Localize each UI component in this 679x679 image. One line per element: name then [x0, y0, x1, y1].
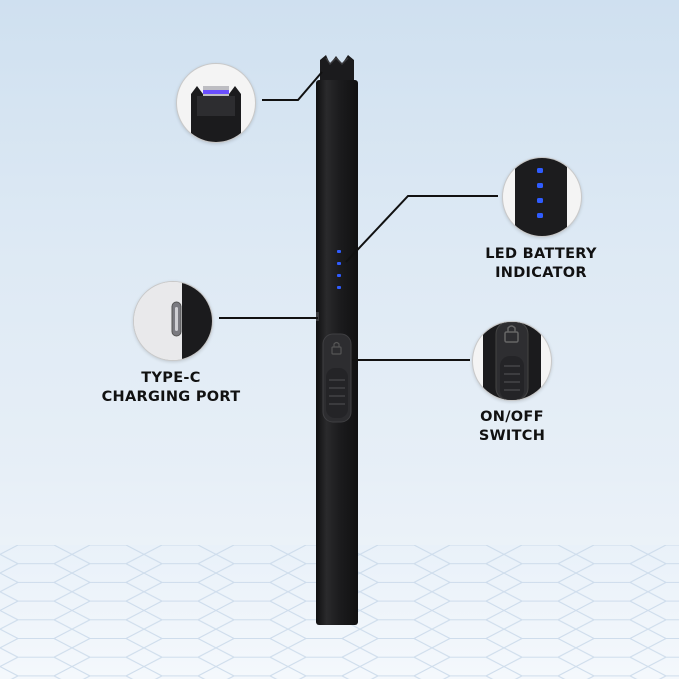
callout-led — [502, 157, 582, 237]
led-dots-icon — [337, 250, 341, 289]
label-line: LED BATTERY — [485, 246, 597, 262]
lock-slide-switch-icon — [483, 322, 541, 400]
led-dots-icon — [515, 158, 567, 236]
label-led-battery-indicator: LED BATTERY INDICATOR — [472, 245, 610, 283]
electrode-tip-icon — [320, 55, 354, 82]
label-line: ON/OFF — [480, 409, 544, 425]
label-on-off-switch: ON/OFF SWITCH — [466, 408, 558, 446]
label-type-c-charging-port: TYPE-C CHARGING PORT — [96, 369, 246, 407]
led-leader-line — [345, 195, 498, 263]
label-line: TYPE-C — [141, 370, 201, 386]
callout-usb-c-port — [133, 281, 213, 361]
label-line: CHARGING PORT — [101, 389, 241, 405]
electrode-tip-icon — [191, 86, 241, 142]
label-line: INDICATOR — [495, 265, 587, 281]
tip-leader-line — [262, 71, 323, 101]
side-port — [316, 312, 319, 321]
callout-electrode-tip — [176, 63, 256, 143]
label-line: SWITCH — [478, 428, 546, 444]
lock-slide-switch-icon — [322, 333, 352, 423]
usb-c-port-icon — [134, 282, 212, 360]
callout-switch — [472, 321, 552, 401]
